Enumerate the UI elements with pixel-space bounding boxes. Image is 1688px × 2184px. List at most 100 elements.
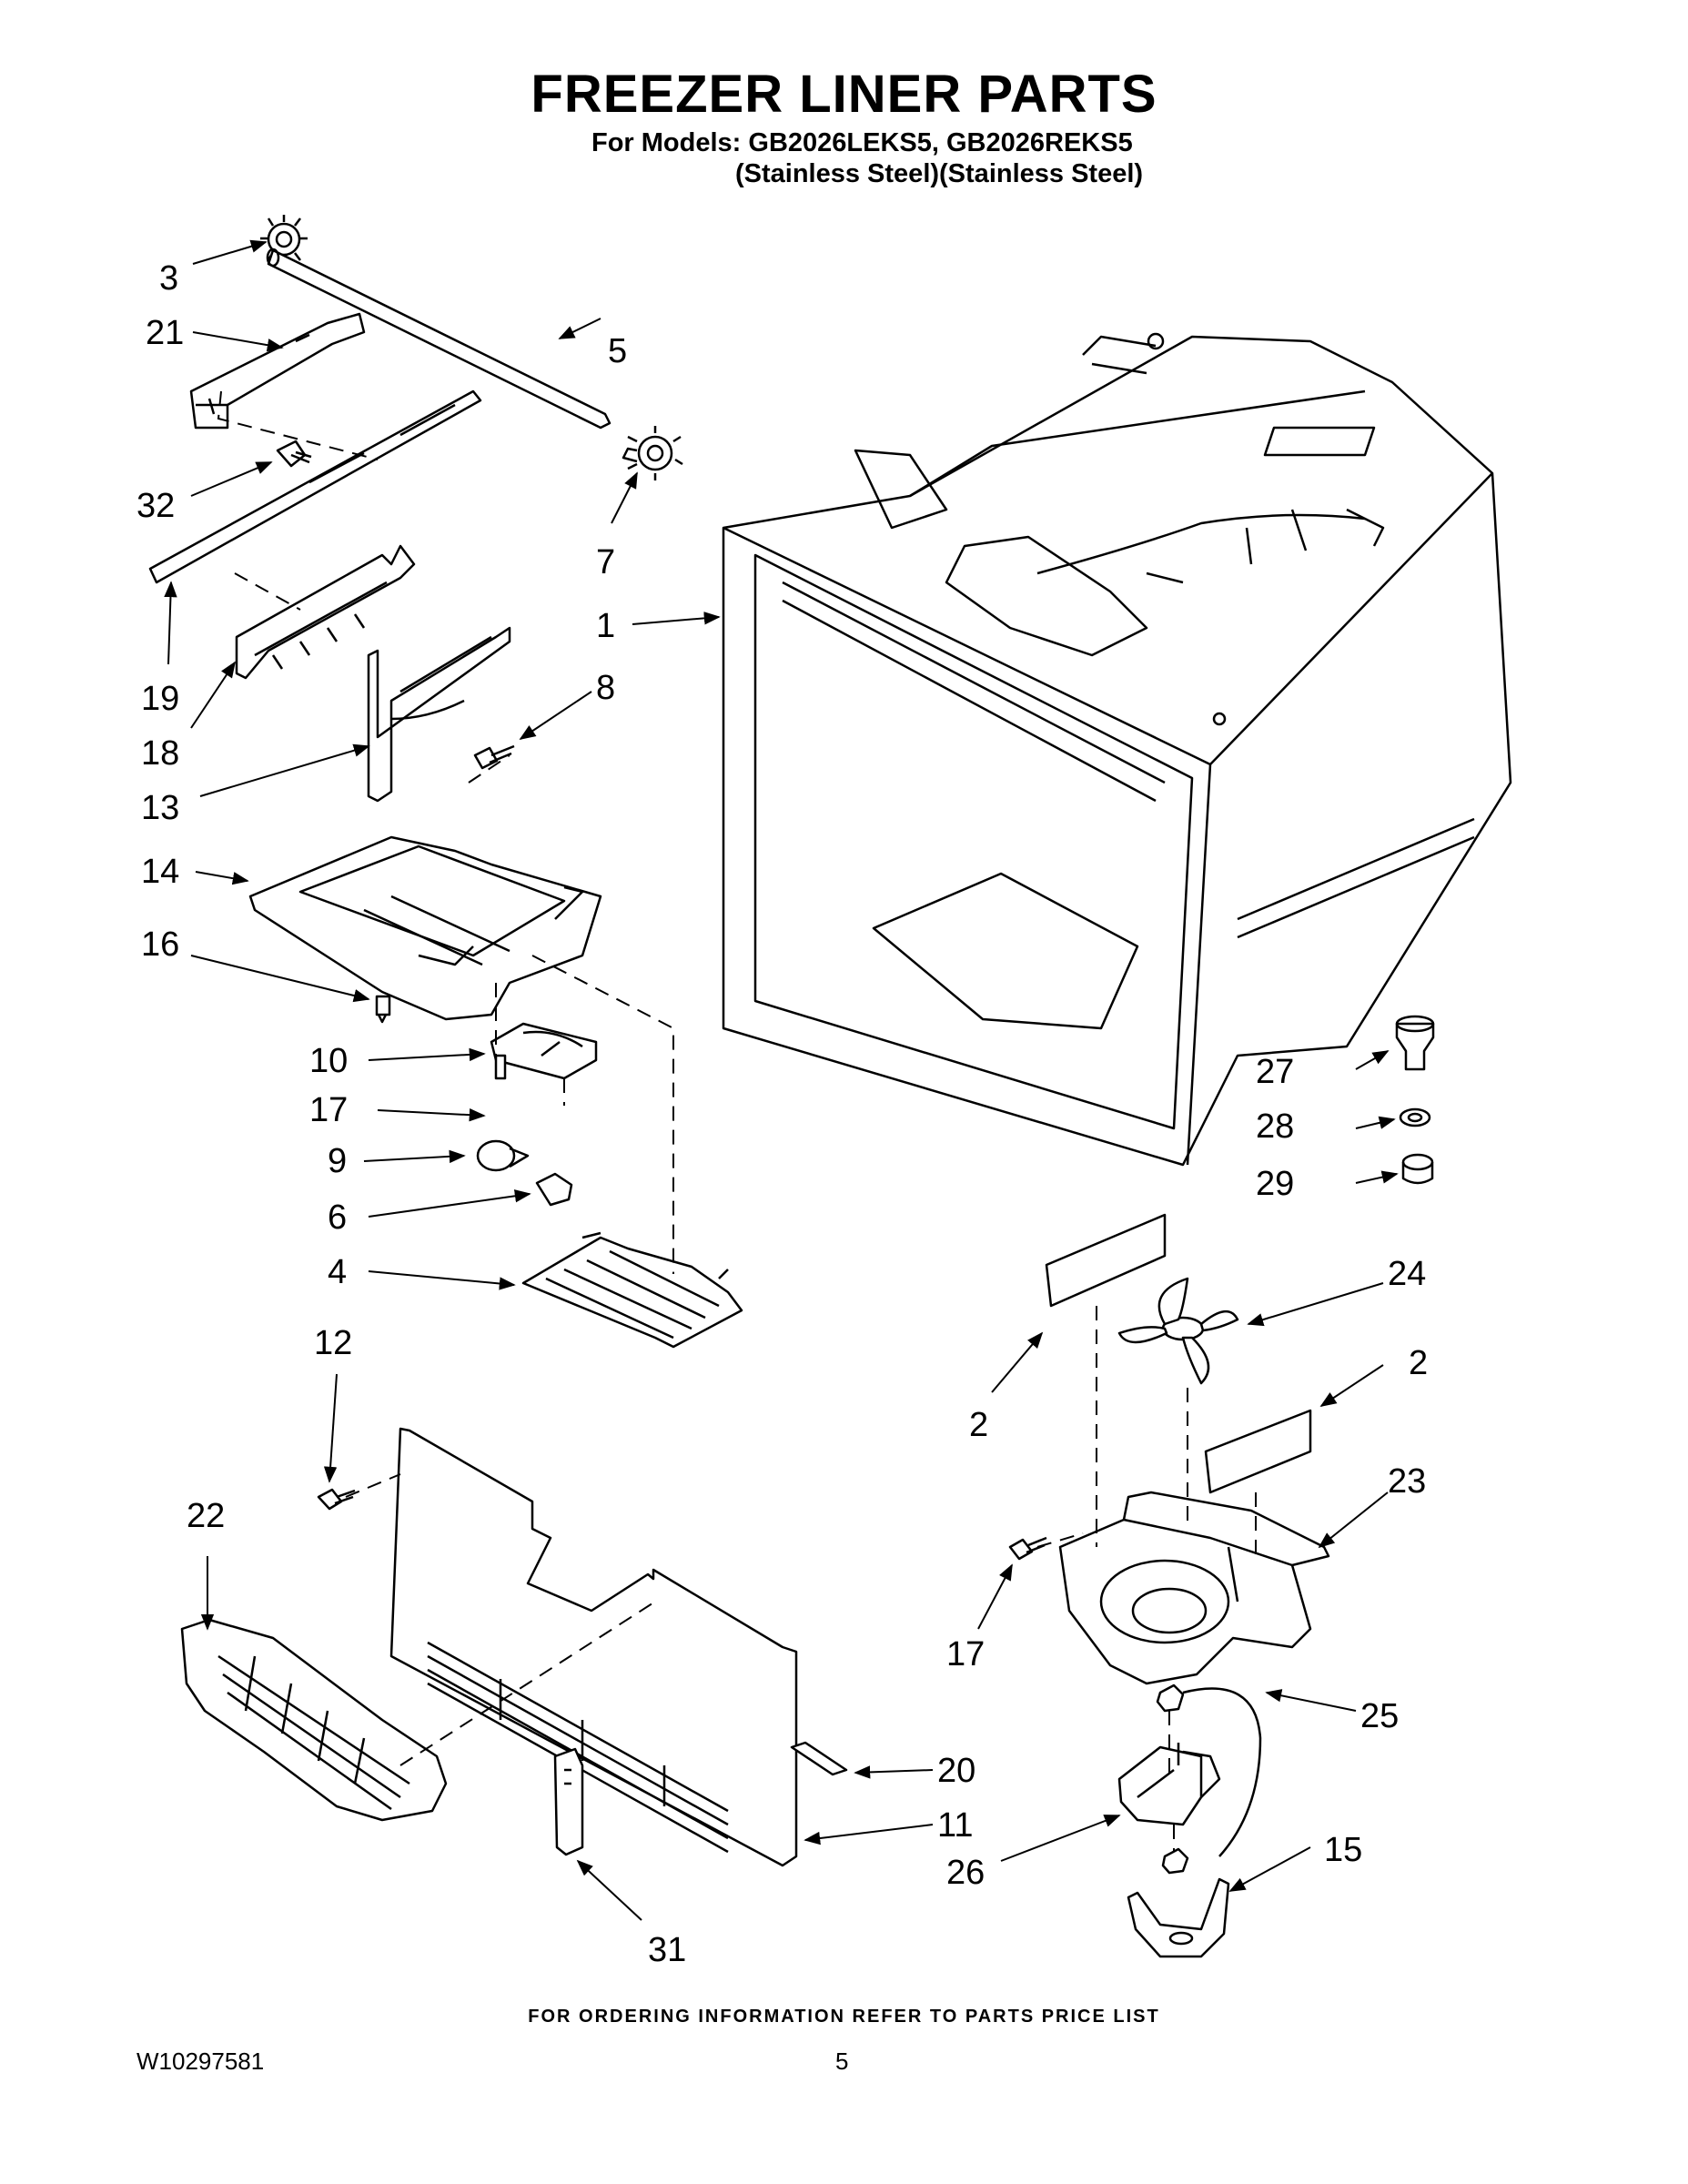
shelf-rod-drawing: [266, 248, 612, 430]
drain-trap-drawing: [1395, 1015, 1435, 1071]
callout-24: 24: [1388, 1255, 1426, 1293]
dash-12-11: [345, 1473, 401, 1498]
control-housing-tray-drawing: [248, 835, 602, 1021]
leader-31: [576, 1859, 642, 1921]
light-housing-drawing: [490, 1022, 598, 1080]
leader-6: [368, 1189, 531, 1218]
leader-8: [519, 691, 592, 740]
callout-6: 6: [328, 1198, 347, 1237]
motor-bracket-drawing: [1127, 1847, 1230, 1958]
dash-22-11: [399, 1601, 656, 1766]
leader-29: [1355, 1170, 1399, 1184]
leader-16: [190, 955, 370, 1003]
leader-21: [192, 331, 284, 352]
callout-17-upper: 17: [309, 1091, 348, 1129]
leader-14: [195, 871, 249, 885]
fan-motor-drawing: [1117, 1743, 1221, 1826]
leader-26: [1000, 1815, 1121, 1862]
foam-block-lower-drawing: [1204, 1409, 1312, 1494]
callout-27: 27: [1256, 1053, 1294, 1091]
motor-wiring-drawing: [1156, 1684, 1262, 1857]
light-grille-drawing: [521, 1231, 743, 1349]
leader-7: [611, 471, 638, 524]
leader-17a: [377, 1107, 486, 1122]
page-number: 5: [835, 2048, 849, 2075]
callout-18: 18: [141, 734, 179, 773]
gear-top-drawing: [260, 215, 308, 264]
callout-13: 13: [141, 789, 179, 827]
callout-16: 16: [141, 925, 179, 964]
leader-11: [804, 1824, 934, 1845]
model-subtitle: For Models: GB2026LEKS5, GB2026REKS5 (St…: [591, 127, 1143, 189]
callout-5: 5: [608, 332, 627, 370]
fan-shroud-drawing: [1058, 1491, 1330, 1685]
callout-32: 32: [136, 487, 175, 525]
leader-3: [192, 239, 268, 265]
dash-13-8: [468, 754, 510, 784]
leader-15: [1228, 1846, 1311, 1892]
leader-17b: [977, 1563, 1013, 1630]
callout-4: 4: [328, 1253, 347, 1291]
models-line: For Models: GB2026LEKS5, GB2026REKS5: [591, 128, 1133, 157]
callout-14: 14: [141, 853, 179, 891]
leader-20: [854, 1765, 934, 1779]
callout-22: 22: [187, 1497, 225, 1535]
callout-23: 23: [1388, 1462, 1426, 1501]
callout-2-right: 2: [1409, 1344, 1428, 1382]
dash-19-18: [234, 572, 301, 611]
lower-slide-bracket-drawing: [235, 544, 416, 680]
gear-right-drawing: [622, 426, 683, 480]
leader-23: [1318, 1491, 1389, 1549]
leader-1: [632, 612, 721, 625]
page-title: FREEZER LINER PARTS: [531, 65, 1157, 124]
callout-20: 20: [937, 1752, 975, 1790]
callout-9: 9: [328, 1142, 347, 1180]
callout-31: 31: [648, 1931, 686, 1969]
switch-16-drawing: [375, 995, 391, 1024]
leader-18: [190, 661, 236, 729]
evaporator-cover-drawing: [389, 1427, 798, 1867]
callout-28: 28: [1256, 1107, 1294, 1146]
drain-washer-drawing: [1399, 1107, 1431, 1127]
leader-27: [1355, 1050, 1390, 1070]
callout-17-lower: 17: [946, 1635, 985, 1673]
drain-cap-drawing: [1401, 1153, 1434, 1185]
clip-31-drawing: [553, 1747, 584, 1856]
callout-2-left: 2: [969, 1406, 988, 1444]
callout-3: 3: [159, 259, 178, 298]
leader-2b: [1319, 1364, 1384, 1407]
leader-32: [190, 461, 273, 497]
leader-24: [1247, 1282, 1384, 1327]
callout-8: 8: [596, 669, 615, 707]
light-bulb-drawing: [476, 1139, 530, 1172]
leader-4: [368, 1270, 516, 1290]
callout-15: 15: [1324, 1831, 1362, 1869]
callout-1: 1: [596, 607, 615, 645]
callout-11: 11: [937, 1806, 973, 1845]
leader-13: [199, 743, 370, 797]
document-number: W10297581: [136, 2048, 265, 2075]
screw-32-drawing: [276, 440, 312, 468]
leader-19: [164, 581, 177, 665]
callout-19: 19: [141, 680, 179, 718]
front-vent-grille-drawing: [180, 1618, 448, 1822]
screw-17-lower-drawing: [1008, 1536, 1047, 1561]
dash-17-23: [1036, 1532, 1084, 1548]
callout-29: 29: [1256, 1165, 1294, 1203]
leader-10: [368, 1047, 486, 1062]
dash-14-4: [531, 955, 674, 1274]
callout-25: 25: [1360, 1697, 1399, 1735]
callout-7: 7: [596, 543, 615, 581]
vertical-bracket-drawing: [367, 626, 511, 803]
callout-26: 26: [946, 1854, 985, 1892]
foam-block-upper-drawing: [1045, 1213, 1167, 1308]
screw-12-drawing: [317, 1488, 356, 1511]
slide-rail-drawing: [148, 389, 482, 584]
freezer-liner-drawing: [722, 332, 1512, 1167]
callout-21: 21: [146, 314, 184, 352]
dash-21-32: [217, 390, 379, 460]
callout-10: 10: [309, 1042, 348, 1080]
leader-25: [1265, 1689, 1357, 1712]
leader-2a: [991, 1331, 1044, 1393]
